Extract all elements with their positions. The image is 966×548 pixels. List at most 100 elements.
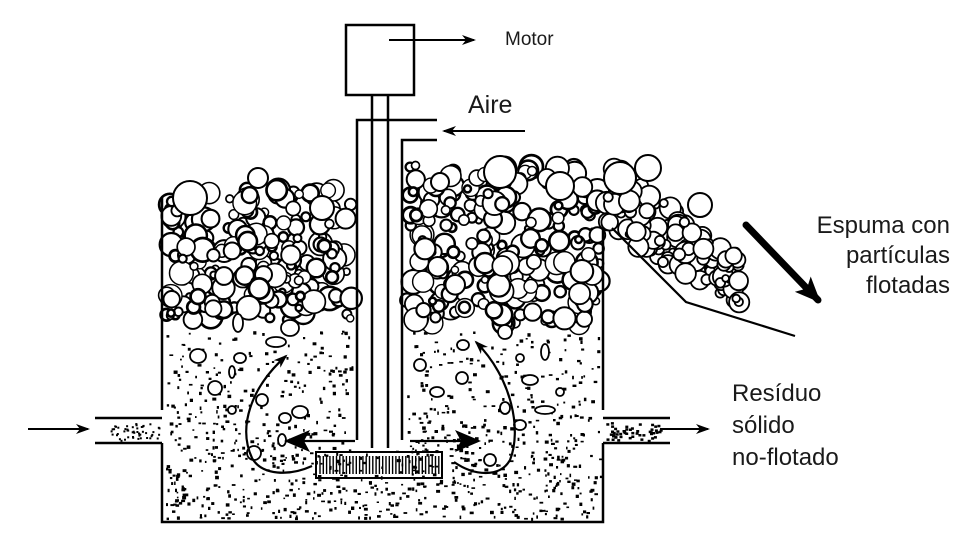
particle [187, 503, 191, 506]
particle [250, 440, 255, 444]
particle [535, 431, 539, 435]
particle [444, 436, 447, 439]
particle [291, 457, 296, 461]
particle [266, 383, 269, 387]
particle [536, 515, 538, 519]
particle [207, 452, 211, 455]
particle [169, 354, 174, 356]
particle [510, 427, 514, 431]
particle [545, 510, 548, 513]
particle [625, 428, 629, 431]
particle [181, 343, 185, 346]
particle [303, 429, 305, 432]
particle [426, 415, 429, 419]
particle [566, 506, 570, 509]
froth-bubble [575, 310, 593, 328]
particle [462, 424, 466, 428]
particle [285, 494, 289, 497]
air-bubble [456, 339, 470, 351]
particle [567, 440, 570, 443]
particle [439, 482, 443, 485]
particle [385, 487, 388, 491]
particle [287, 344, 290, 348]
particle [120, 439, 123, 442]
froth-discharge-arrow [742, 221, 822, 304]
froth-bubble [634, 154, 662, 182]
particle [374, 474, 379, 478]
particle [466, 485, 469, 488]
particle [431, 398, 433, 401]
particle [555, 514, 558, 518]
particle [524, 466, 527, 470]
froth-bubble [427, 296, 438, 306]
froth-bubble [206, 248, 221, 263]
particle [306, 492, 311, 496]
froth-bubble [602, 191, 614, 203]
particle [556, 421, 560, 426]
particle [390, 504, 394, 507]
particle [423, 412, 428, 415]
particle [323, 369, 326, 372]
particle [359, 469, 363, 472]
particle [485, 497, 490, 500]
particle [547, 341, 550, 344]
particle [612, 434, 616, 437]
particle [330, 492, 333, 495]
froth-bubble [247, 167, 269, 189]
particle [313, 497, 315, 500]
particle [180, 449, 183, 452]
air-bubble [555, 387, 565, 397]
particle [194, 436, 198, 439]
particle [530, 455, 533, 459]
froth-bubble [407, 186, 419, 198]
particle [527, 333, 531, 337]
particle [279, 459, 283, 462]
particle [281, 462, 285, 465]
particle [439, 479, 444, 484]
particle [239, 501, 242, 504]
particle [447, 362, 451, 364]
froth-bubble [588, 226, 607, 244]
particle [420, 353, 424, 357]
particle [512, 510, 515, 514]
particle [181, 488, 186, 492]
particle [579, 492, 582, 495]
particle [212, 430, 215, 434]
particle [151, 433, 154, 436]
particle [340, 498, 343, 501]
particle [477, 359, 480, 362]
particle [454, 496, 459, 499]
particle [204, 514, 207, 518]
particle [345, 489, 348, 492]
froth-bubble [547, 229, 571, 253]
particle [462, 507, 466, 511]
particle [486, 429, 491, 433]
particle [136, 431, 139, 433]
particle [267, 430, 271, 433]
particle [500, 510, 504, 514]
particle [614, 436, 618, 439]
particle [480, 500, 484, 504]
particle [412, 487, 415, 491]
particle [302, 461, 304, 465]
particle [131, 426, 134, 429]
particle [580, 340, 583, 344]
particle [496, 360, 500, 363]
particle [212, 446, 215, 450]
particle [166, 467, 169, 470]
particle [280, 395, 284, 398]
particle [599, 458, 603, 461]
particle [368, 481, 372, 485]
tailings-label: Resíduo sólido no-flotado [732, 378, 839, 474]
particle [321, 500, 325, 503]
particle [507, 382, 511, 385]
particle [240, 474, 243, 478]
particle [429, 454, 434, 457]
particle [628, 436, 632, 440]
particle [577, 359, 581, 363]
froth-bubble [674, 262, 697, 285]
particle [166, 335, 170, 338]
particle [423, 332, 428, 335]
particle [485, 434, 488, 437]
particle [441, 411, 446, 414]
